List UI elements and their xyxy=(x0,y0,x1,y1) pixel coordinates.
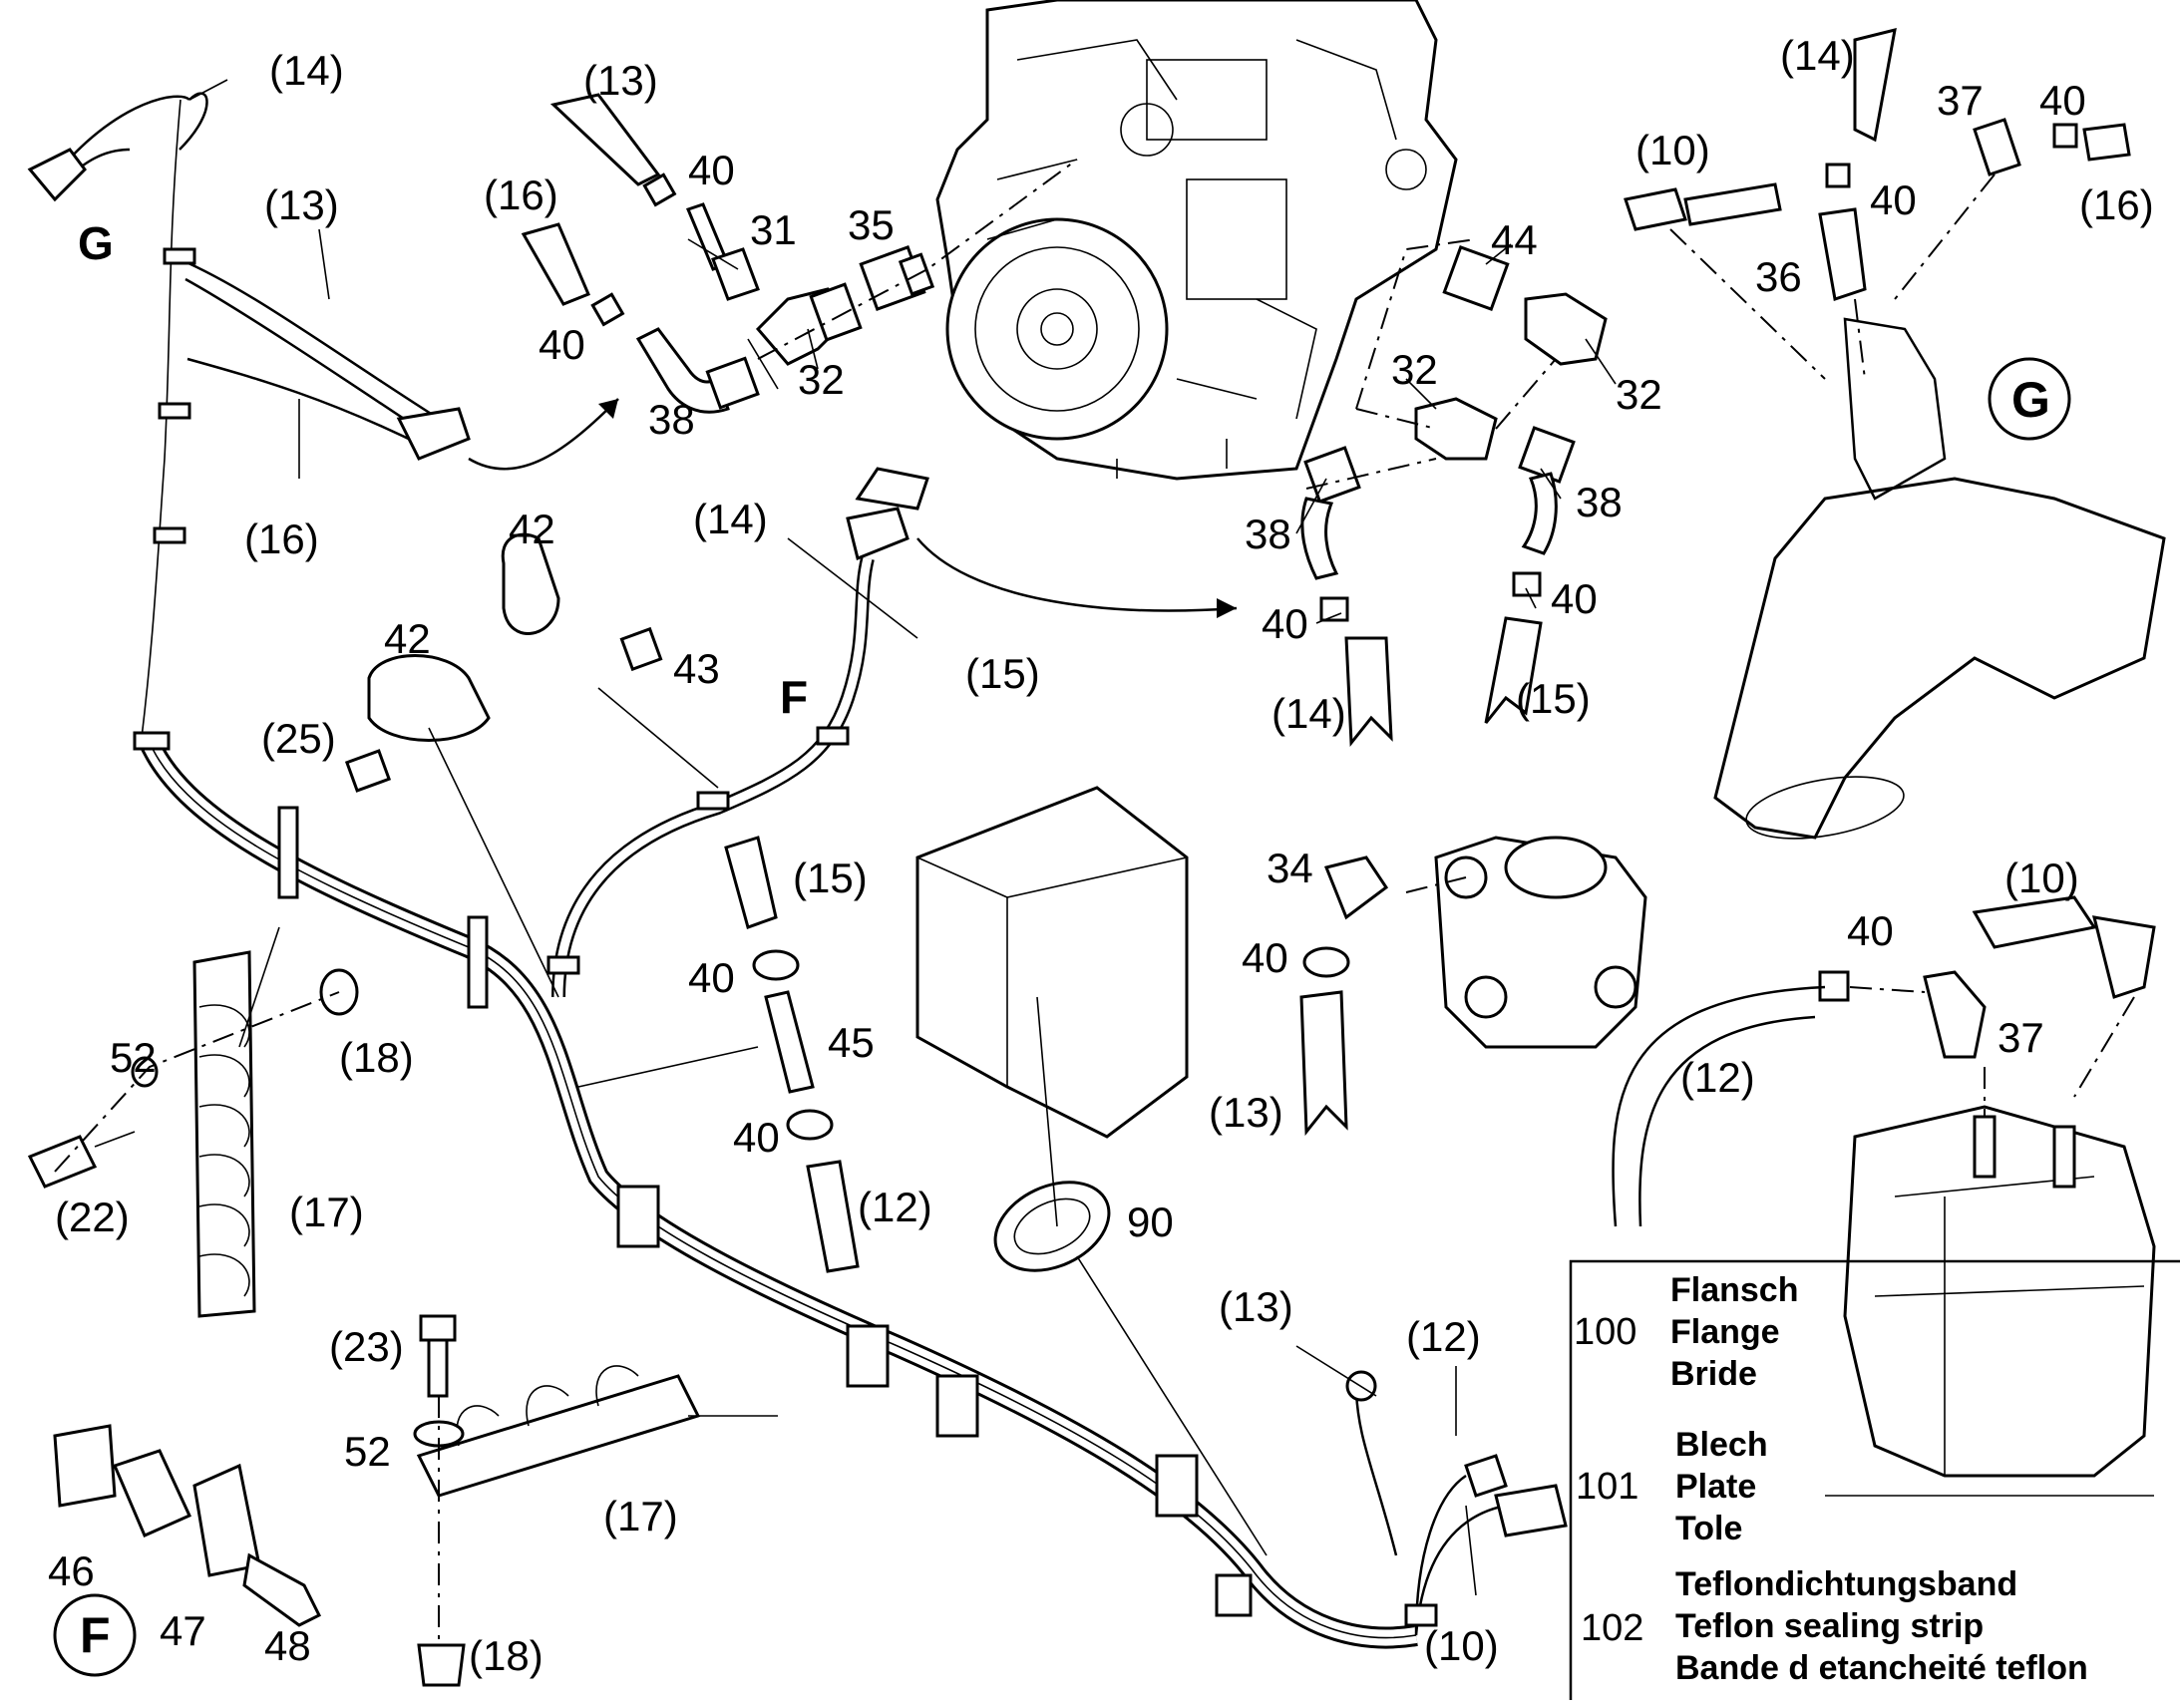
legend-100-num: 100 xyxy=(1574,1311,1636,1353)
label-38c: 38 xyxy=(1576,479,1623,525)
label-16b: (16) xyxy=(484,171,558,218)
label-46: 46 xyxy=(48,1547,95,1594)
label-38a: 38 xyxy=(648,396,695,443)
label-23: (23) xyxy=(329,1323,404,1370)
legend-102-line2: Teflon sealing strip xyxy=(1675,1607,1984,1645)
engine-illustration xyxy=(935,0,1458,481)
legend-100-line2: Flange xyxy=(1670,1313,1780,1351)
detail-g-letter: G xyxy=(2011,372,2050,428)
label-22: (22) xyxy=(55,1194,130,1240)
label-14c: (14) xyxy=(693,496,768,542)
label-10c: (10) xyxy=(2004,854,2079,901)
legend-100-line3: Bride xyxy=(1670,1355,1757,1393)
label-15c: (15) xyxy=(793,854,868,901)
label-16a: (16) xyxy=(244,515,319,562)
right-parts xyxy=(1299,27,2166,1497)
legend-101-num: 101 xyxy=(1576,1466,1638,1508)
label-13d: (13) xyxy=(1219,1283,1293,1330)
label-40i: 40 xyxy=(1870,176,1917,223)
label-32c: 32 xyxy=(1616,371,1662,418)
label-47: 47 xyxy=(160,1607,206,1654)
label-13b: (13) xyxy=(583,57,658,104)
clamp-parts xyxy=(27,357,2071,1687)
detail-f-letter: F xyxy=(80,1607,111,1663)
label-90: 90 xyxy=(1127,1198,1174,1245)
label-37b: 37 xyxy=(1998,1014,2044,1061)
label-14d: (14) xyxy=(1780,32,1855,79)
label-12b: (12) xyxy=(1406,1313,1481,1360)
label-14b: (14) xyxy=(1272,690,1346,737)
label-40j: 40 xyxy=(1847,907,1894,954)
label-17b: (17) xyxy=(603,1493,678,1539)
label-40h: 40 xyxy=(2039,77,2086,124)
label-13c: (13) xyxy=(1209,1089,1283,1136)
label-16c: (16) xyxy=(2079,181,2154,228)
label-35: 35 xyxy=(848,201,895,248)
legend-101-line1: Blech xyxy=(1675,1426,1768,1464)
detail-markers: F G xyxy=(80,372,2050,1663)
label-25: (25) xyxy=(261,715,336,762)
label-40a: 40 xyxy=(688,147,735,193)
label-f-mid: F xyxy=(780,671,808,723)
label-14a: (14) xyxy=(269,47,344,94)
label-31: 31 xyxy=(750,206,797,253)
label-15b: (15) xyxy=(965,650,1040,697)
label-40f: 40 xyxy=(733,1114,780,1161)
label-18b: (18) xyxy=(469,1632,544,1679)
legend-102-num: 102 xyxy=(1581,1607,1643,1649)
label-10b: (10) xyxy=(1635,127,1710,173)
main-hose-bundle xyxy=(27,92,1568,1649)
label-40c: 40 xyxy=(1262,600,1308,647)
label-12c: (12) xyxy=(1680,1054,1755,1101)
label-52b: 52 xyxy=(344,1428,391,1475)
label-43: 43 xyxy=(673,645,720,692)
leader-lines xyxy=(188,79,1617,1596)
label-42a: 42 xyxy=(509,506,555,552)
fitting-parts xyxy=(468,93,1608,748)
label-18a: (18) xyxy=(339,1034,414,1081)
label-45: 45 xyxy=(828,1019,875,1066)
label-13a: (13) xyxy=(264,181,339,228)
legend-box: 100 Flansch Flange Bride 101 Blech Plate… xyxy=(1569,1259,2180,1700)
label-44: 44 xyxy=(1491,216,1538,263)
part-labels: G (14) (13) (16) (13) 40 31 35 (16) 40 3… xyxy=(48,32,2154,1679)
label-40b: 40 xyxy=(539,321,585,368)
label-42b: 42 xyxy=(384,615,431,662)
label-36: 36 xyxy=(1755,253,1802,300)
label-34: 34 xyxy=(1267,845,1313,891)
label-37a: 37 xyxy=(1937,77,1984,124)
label-15a: (15) xyxy=(1516,675,1591,722)
label-52a: 52 xyxy=(110,1034,157,1081)
legend-100-line1: Flansch xyxy=(1670,1271,1798,1309)
legend-102-line3: Bande d etancheité teflon xyxy=(1675,1649,2088,1687)
legend-102-line1: Teflondichtungsband xyxy=(1675,1565,2017,1603)
label-38b: 38 xyxy=(1245,511,1291,557)
label-40d: 40 xyxy=(1551,575,1598,622)
legend-101-line2: Plate xyxy=(1675,1468,1756,1506)
legend-101-line3: Tole xyxy=(1675,1510,1742,1547)
label-12a: (12) xyxy=(858,1184,932,1230)
label-32b: 32 xyxy=(1391,346,1438,393)
label-g-top: G xyxy=(78,217,114,269)
label-17a: (17) xyxy=(289,1189,364,1235)
label-40e: 40 xyxy=(688,954,735,1001)
label-48: 48 xyxy=(264,1622,311,1669)
label-10a: (10) xyxy=(1424,1622,1499,1669)
label-40g: 40 xyxy=(1242,934,1288,981)
label-32a: 32 xyxy=(798,356,845,403)
